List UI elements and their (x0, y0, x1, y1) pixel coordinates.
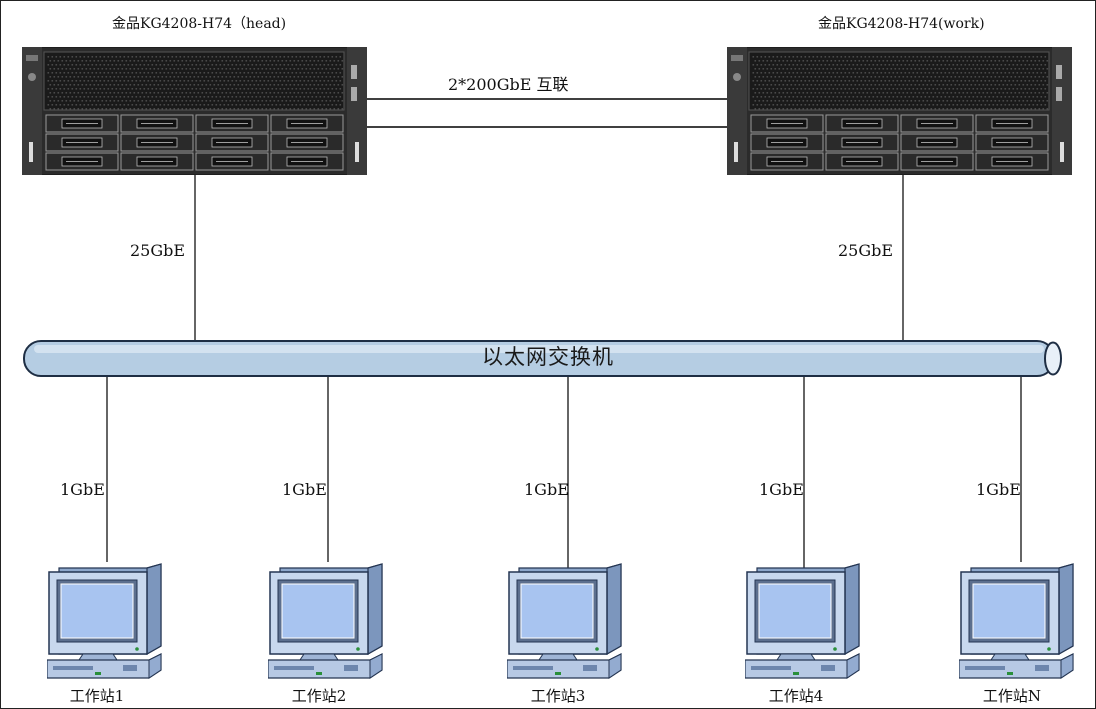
ws-2-speed: 1GbE (282, 480, 327, 499)
ws-4-speed: 1GbE (759, 480, 804, 499)
workstation-4-label: 工作站4 (768, 687, 824, 705)
ws-3-speed: 1GbE (524, 480, 569, 499)
work-uplink-speed: 25GbE (838, 241, 894, 260)
ws-n-speed: 1GbE (976, 480, 1021, 499)
workstation-1-label: 工作站1 (69, 687, 125, 705)
workstation-3-icon (506, 562, 625, 682)
workstation-4-icon (744, 562, 863, 682)
workstation-1-icon (46, 562, 165, 682)
workstation-3-label: 工作站3 (530, 687, 586, 705)
workstation-n-icon (958, 562, 1077, 682)
head-uplink-speed: 25GbE (130, 241, 186, 260)
work-server-icon (726, 46, 1073, 176)
workstation-n-label: 工作站N (982, 687, 1042, 705)
head-server-icon (21, 46, 368, 176)
ws-1-speed: 1GbE (60, 480, 105, 499)
interconnect-label: 2*200GbE 互联 (448, 75, 569, 94)
ethernet-switch-bus (23, 340, 1062, 377)
work-server-title: 金品KG4208-H74(work) (818, 16, 985, 32)
head-server-title: 金品KG4208-H74（head) (112, 16, 287, 32)
workstation-2-icon (267, 562, 386, 682)
workstation-2-label: 工作站2 (291, 687, 347, 705)
switch-label: 以太网交换机 (482, 345, 614, 369)
